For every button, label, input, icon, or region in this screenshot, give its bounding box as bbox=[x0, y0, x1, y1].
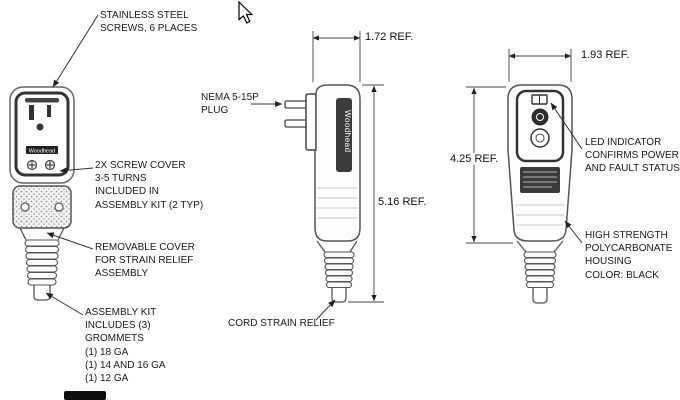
reset-button bbox=[530, 128, 550, 148]
front-view-left-drawing: Woodhead bbox=[9, 86, 75, 301]
grip-lines-right bbox=[516, 204, 564, 226]
rating-label-text-lines bbox=[523, 171, 557, 188]
front-view-right-drawing bbox=[507, 84, 573, 304]
label-housing: HIGH STRENGTH POLYCARBONATE HOUSING COLO… bbox=[585, 230, 673, 281]
dimension-lines-middle bbox=[312, 31, 384, 303]
faceplate-top-detail bbox=[25, 98, 59, 103]
cover-screw-right bbox=[54, 202, 64, 212]
label-assembly-kit: ASSEMBLY KIT INCLUDES (3) GROMMETS (1) 1… bbox=[85, 307, 166, 384]
label-led-indicator: LED INDICATOR CONFIRMS POWER AND FAULT S… bbox=[585, 137, 680, 175]
dimension-front-height-text: 4.25 REF. bbox=[448, 153, 501, 165]
brand-text-side-view: Woodhead bbox=[343, 110, 352, 153]
strain-relief-ribs-left bbox=[24, 239, 60, 286]
removable-strain-relief-cover bbox=[12, 185, 72, 229]
leader-lines-middle bbox=[251, 100, 336, 321]
leader-removable-cover bbox=[46, 232, 94, 250]
brand-text-front-view: Woodhead bbox=[29, 149, 56, 155]
label-stainless-steel-screws: STAINLESS STEEL SCREWS, 6 PLACES bbox=[100, 10, 198, 35]
brand-band-front bbox=[26, 146, 58, 154]
receptacle-slot-left bbox=[29, 105, 34, 120]
leader-led-indicator bbox=[550, 102, 583, 150]
dimension-front-width-text: 1.93 REF. bbox=[579, 49, 632, 61]
cover-screw-left bbox=[20, 202, 30, 212]
brand-band-side bbox=[336, 98, 352, 172]
plug-face bbox=[305, 93, 317, 151]
leader-screw-cover bbox=[59, 167, 94, 174]
cord-stub-left bbox=[33, 285, 51, 301]
leader-assembly-kit bbox=[45, 292, 84, 316]
strain-relief-ribs-right bbox=[523, 251, 557, 289]
rating-label-block bbox=[520, 167, 560, 193]
cord-stub-side bbox=[331, 288, 347, 303]
receptacle-slot-right bbox=[47, 105, 51, 117]
leader-stainless-screws bbox=[52, 14, 99, 88]
bottom-ui-fragment bbox=[64, 391, 106, 400]
leader-lines-right bbox=[550, 102, 583, 244]
label-screw-cover: 2X SCREW COVER 3-5 TURNS INCLUDED IN ASS… bbox=[95, 160, 204, 211]
grip-lines-side bbox=[317, 187, 358, 219]
receptacle-ground-hole bbox=[36, 123, 44, 131]
dimension-lines-right bbox=[466, 49, 572, 244]
mouse-cursor bbox=[238, 0, 254, 24]
cord-stub-right bbox=[532, 288, 548, 304]
dimension-side-height-text: 5.16 REF. bbox=[376, 196, 429, 208]
leader-cord-strain-relief bbox=[315, 299, 336, 321]
dimension-side-width-text: 1.72 REF. bbox=[363, 31, 416, 43]
side-view-drawing: Woodhead bbox=[284, 84, 361, 303]
receptacle-faceplate bbox=[14, 91, 70, 177]
label-nema-plug: NEMA 5-15P PLUG bbox=[201, 92, 259, 117]
strain-relief-ribs-side bbox=[323, 251, 355, 289]
leader-housing bbox=[564, 220, 583, 244]
cover-screws bbox=[26, 159, 56, 171]
label-cord-strain-relief: CORD STRAIN RELIEF bbox=[228, 318, 335, 329]
test-button bbox=[531, 108, 549, 126]
leader-lines-left bbox=[45, 14, 99, 316]
label-removable-cover: REMOVABLE COVER FOR STRAIN RELIEF ASSEMB… bbox=[95, 242, 195, 280]
